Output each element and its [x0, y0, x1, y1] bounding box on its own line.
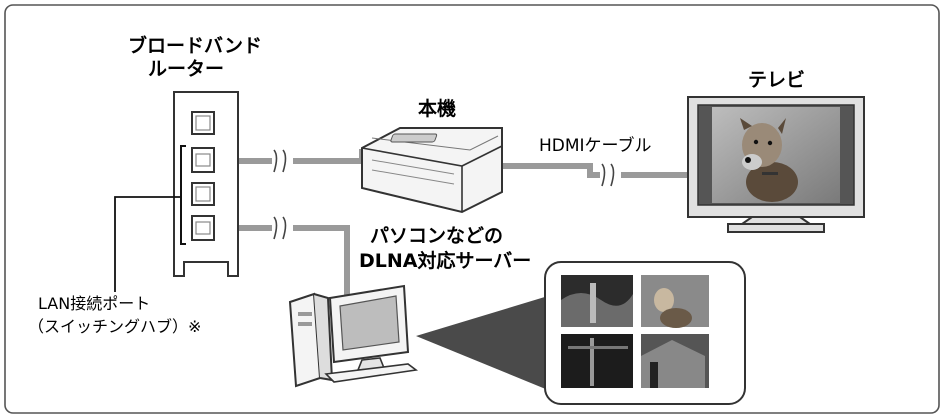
lan-cable-1 — [220, 149, 372, 173]
projection-beam — [416, 296, 548, 390]
outer-frame — [4, 4, 940, 414]
port-label-line1: LAN接続ポート — [38, 294, 151, 313]
router-icon — [173, 91, 239, 277]
dog-photo — [740, 118, 798, 202]
router-label-line1: ブロードバンド — [128, 35, 262, 57]
pc-icon — [288, 284, 419, 388]
server-label-line2: DLNA対応サーバー — [359, 250, 532, 272]
port-leader-line — [114, 196, 181, 292]
projector-icon — [361, 127, 503, 214]
tv-label: テレビ — [748, 69, 806, 91]
router-label-line2: ルーター — [148, 58, 225, 80]
server-label-line1: パソコンなどの — [370, 225, 504, 247]
tv-icon — [687, 96, 865, 233]
port-label-line2: （スイッチングハブ）※ — [28, 317, 202, 336]
hdmi-cable-label: HDMIケーブル — [539, 136, 652, 156]
hdmi-cable — [500, 163, 688, 187]
device-label: 本機 — [418, 98, 457, 120]
thumbnail-gallery — [544, 261, 746, 405]
lan-cable-2 — [220, 216, 350, 306]
